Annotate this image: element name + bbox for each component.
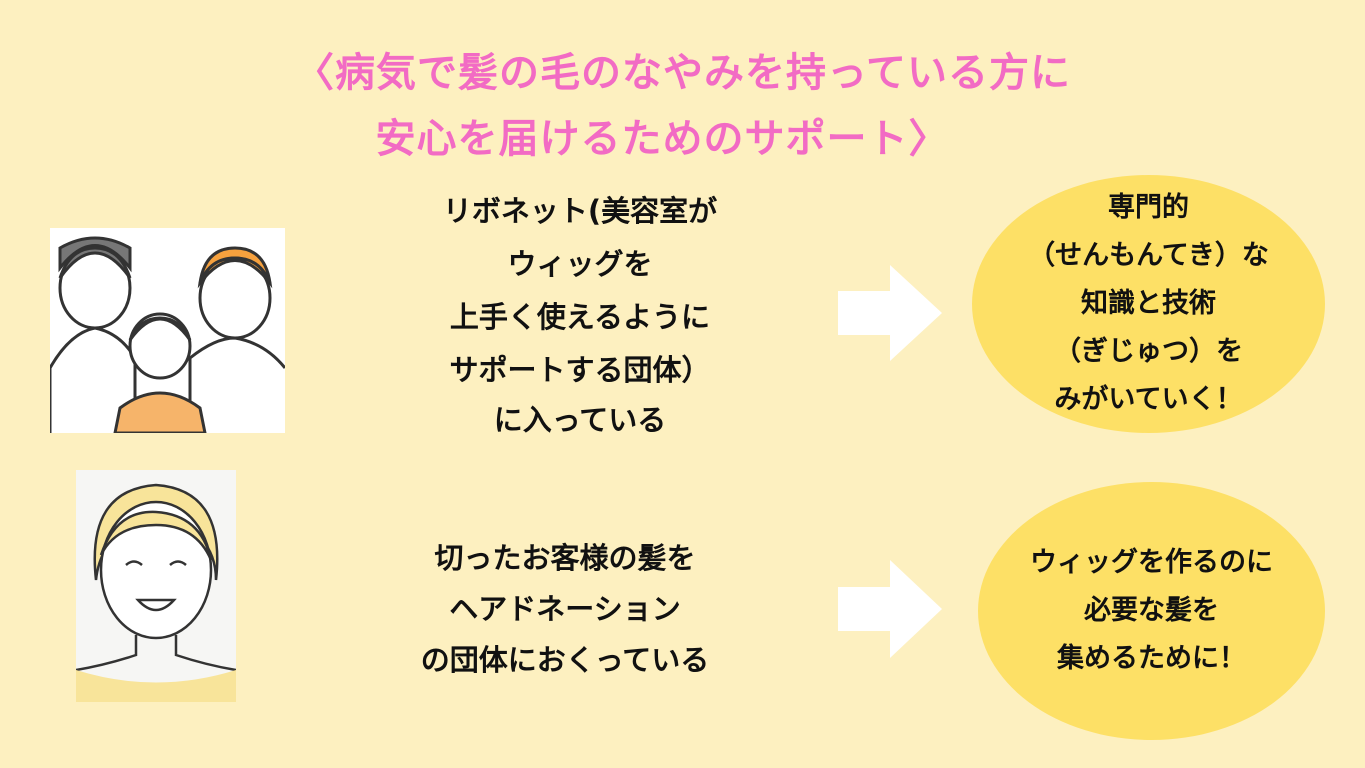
row2-description: 切ったお客様の髪を ヘアドネーション の団体におくっている (360, 533, 770, 686)
arrow-right-icon (838, 560, 942, 658)
woman-illustration (74, 470, 238, 704)
bubble-line: 集めるために！ (1057, 643, 1246, 674)
bubble-line: 必要な髪を (1084, 595, 1219, 626)
row1-description: リボネット(美容室が ウィッグを 上手く使えるように サポートする団体） に入っ… (380, 185, 780, 443)
arrow-right-icon (838, 265, 942, 361)
row2-bubble: ウィッグを作るのに 必要な髪を 集めるために！ (978, 482, 1325, 740)
bubble-line: （ぎじゅつ）を (1054, 336, 1243, 367)
row1-line: 上手く使えるように (449, 300, 711, 334)
title-line-2: 安心を届けるためのサポート〉 (375, 116, 950, 162)
row1-line: サポートする団体） (449, 353, 711, 387)
row1-line: ウィッグを (507, 247, 653, 281)
title-line-1: 〈病気で髪の毛のなやみを持っている方に (294, 50, 1071, 96)
bubble-line: 知識と技術 (1081, 288, 1216, 319)
family-illustration (48, 228, 287, 435)
row1-line: に入っている (493, 403, 667, 437)
row2-line: ヘアドネーション (449, 592, 681, 626)
row1-line: リボネット(美容室が (442, 194, 718, 228)
row2-line: 切ったお客様の髪を (434, 541, 696, 575)
row2-line: の団体におくっている (420, 643, 710, 677)
bubble-line: ウィッグを作るのに (1030, 547, 1273, 578)
row1-bubble: 専門的 （せんもんてき）な 知識と技術 （ぎじゅつ）を みがいていく！ (972, 175, 1325, 433)
bubble-line: 専門的 (1108, 192, 1189, 223)
bubble-line: （せんもんてき）な (1028, 240, 1269, 271)
bubble-line: みがいていく！ (1054, 384, 1243, 415)
